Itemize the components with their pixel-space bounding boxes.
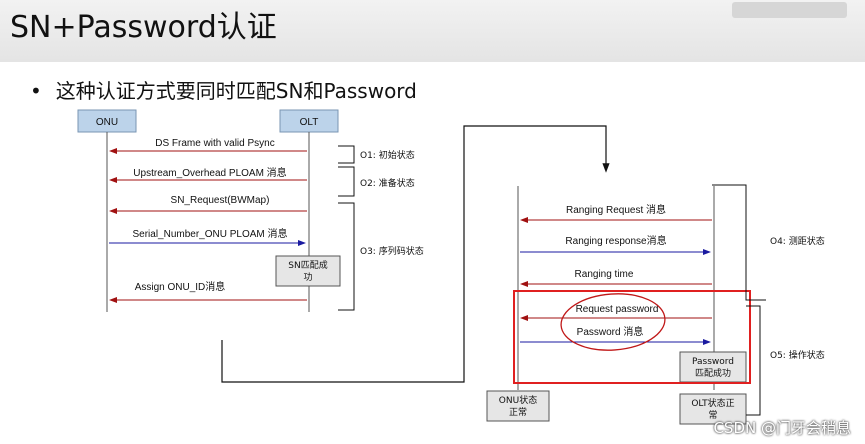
state-o5: O5: 操作状态	[770, 349, 825, 361]
csdn-watermark: CSDN @门牙会稍息	[713, 419, 851, 437]
msg-ranging-time: Ranging time	[575, 269, 634, 280]
highlight-rectangle	[513, 290, 751, 384]
state-o2: O2: 准备状态	[360, 177, 415, 189]
flow-connector-arrow	[221, 125, 610, 383]
sn-match-box	[275, 255, 341, 287]
bullet-text: 这种认证方式要同时匹配SN和Password	[55, 79, 417, 103]
o4-bracket	[712, 184, 766, 301]
state-o4: O4: 测距状态	[770, 235, 825, 247]
o3-bracket	[338, 202, 355, 311]
msg-serial-number: Serial_Number_ONU PLOAM 消息	[132, 227, 287, 240]
msg-assign-onu-id: Assign ONU_ID消息	[135, 280, 226, 293]
sn-match-line2: 功	[303, 272, 312, 283]
msg-upstream-overhead: Upstream_Overhead PLOAM 消息	[133, 166, 286, 179]
password-match-box	[679, 351, 747, 383]
brand-logo	[732, 2, 847, 18]
msg-password: Password 消息	[577, 325, 644, 338]
o2-bracket	[338, 166, 355, 197]
password-match-line1: Password	[692, 357, 734, 367]
state-o1: O1: 初始状态	[360, 149, 415, 161]
msg-ds-frame: DS Frame with valid Psync	[155, 138, 274, 149]
onu-label: ONU	[96, 117, 118, 128]
hand-drawn-circle	[560, 293, 666, 351]
left-sequence-diagram: ONU OLT DS Frame with valid Psync Upstre…	[77, 109, 424, 312]
olt-status-line2: 常	[708, 409, 717, 421]
onu-status-line2: 正常	[509, 406, 527, 418]
bullet-dot-icon: •	[30, 79, 42, 103]
olt-status-line1: OLT状态正	[691, 397, 734, 409]
state-o3: O3: 序列码状态	[360, 245, 424, 257]
right-sequence-diagram: Ranging Request 消息 Ranging response消息 Ra…	[486, 184, 825, 425]
sn-match-line1: SN匹配成	[288, 259, 327, 271]
onu-status-box	[486, 390, 550, 422]
o1-bracket	[338, 145, 355, 164]
olt-label: OLT	[300, 117, 319, 128]
msg-sn-request: SN_Request(BWMap)	[171, 195, 270, 206]
password-match-line2: 匹配成功	[695, 367, 731, 379]
o5-bracket	[746, 305, 761, 416]
onu-status-line1: ONU状态	[499, 394, 537, 406]
page-title: SN+Password认证	[10, 10, 277, 45]
msg-request-password: Request password	[576, 304, 659, 315]
header-bar: SN+Password认证	[0, 0, 865, 62]
msg-ranging-request: Ranging Request 消息	[566, 203, 666, 216]
msg-ranging-response: Ranging response消息	[565, 234, 666, 247]
olt-status-box	[679, 393, 747, 425]
bullet-point: • 这种认证方式要同时匹配SN和Password	[30, 75, 417, 104]
